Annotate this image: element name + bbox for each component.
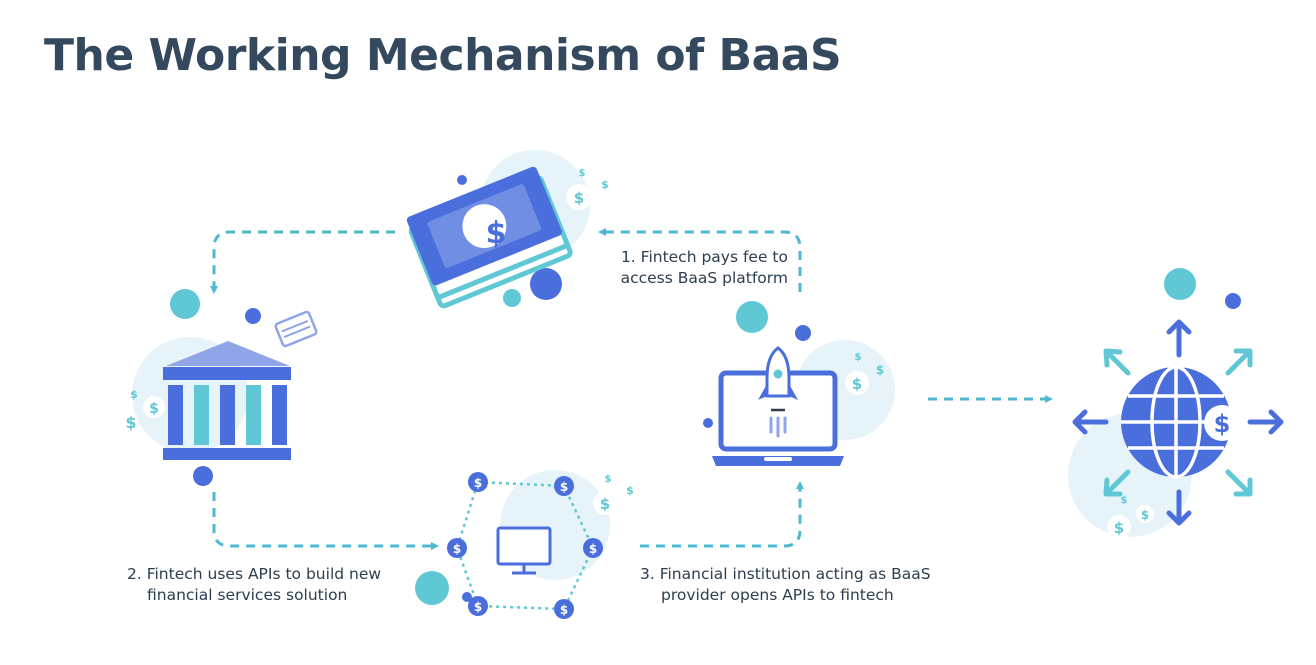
money-stack-group: $ $ $ $	[406, 150, 609, 309]
dollar-coin-icon	[1136, 505, 1154, 523]
step-3-line-2: provider opens APIs to fintech	[661, 586, 894, 604]
svg-text:$: $	[1114, 519, 1124, 537]
svg-text:$: $	[600, 495, 610, 513]
decor-dot	[503, 289, 521, 307]
svg-text:$: $	[125, 413, 136, 432]
step-3-line-1: 3. Financial institution acting as BaaS	[640, 565, 931, 583]
svg-text:$: $	[560, 603, 568, 617]
dollar-coin-icon	[845, 371, 869, 395]
api-network-group: $ $ $ $ $ $ $ $ $	[415, 470, 634, 619]
money-dollar-symbol: $	[486, 216, 507, 251]
decor-dot	[415, 571, 449, 605]
decor-dot	[736, 301, 768, 333]
svg-text:$: $	[1141, 508, 1149, 522]
decor-dot	[1164, 268, 1196, 300]
step-2-line-2: financial services solution	[147, 586, 348, 604]
svg-text:$: $	[1214, 410, 1231, 438]
flow-line-laptop-to-money	[598, 228, 802, 292]
dollar-coin-icon	[143, 396, 165, 418]
bank-icon	[163, 341, 291, 460]
svg-text:$: $	[474, 600, 482, 614]
svg-text:$: $	[1121, 495, 1128, 506]
decor-dot	[170, 289, 200, 319]
svg-text:$: $	[149, 401, 159, 417]
svg-text:$: $	[560, 480, 568, 494]
svg-text:$: $	[855, 352, 862, 363]
laptop-group: $ $ $	[703, 301, 895, 466]
decor-dot	[245, 308, 261, 324]
step-1-label: 1. Fintech pays fee to access BaaS platf…	[560, 247, 788, 289]
money-stack-icon	[406, 166, 573, 309]
svg-text:$: $	[601, 178, 609, 191]
decor-dot	[530, 268, 562, 300]
dollar-coin-icon	[593, 491, 617, 515]
step-1-line-2: access BaaS platform	[620, 269, 788, 287]
decor-dot	[193, 466, 213, 486]
dollar-coin-icon	[1107, 515, 1131, 539]
flow-line-bank-to-api	[212, 492, 439, 550]
svg-text:$: $	[474, 476, 482, 490]
decor-dot	[462, 592, 472, 602]
arrow-icon	[1072, 319, 1284, 526]
step-2-line-1: 2. Fintech uses APIs to build new	[127, 565, 382, 583]
svg-text:$: $	[130, 388, 138, 401]
decor-dot	[457, 175, 467, 185]
svg-text:$: $	[589, 542, 597, 556]
svg-text:$: $	[574, 189, 584, 207]
flow-line-api-to-laptop	[640, 481, 804, 548]
bank-group: $ $ $	[125, 289, 318, 486]
globe-dollar-coin	[1204, 405, 1240, 441]
svg-text:$: $	[876, 363, 884, 377]
globe-group: $ $ $ $	[1068, 268, 1284, 539]
globe-icon	[1121, 365, 1231, 479]
flow-line-money-to-bank	[210, 230, 395, 294]
step-2-label: 2. Fintech uses APIs to build new financ…	[127, 564, 381, 606]
svg-text:$: $	[605, 474, 612, 485]
api-link-icon	[447, 472, 603, 619]
svg-text:$: $	[579, 168, 586, 179]
rocket-icon	[758, 346, 798, 438]
dollar-coin-icon	[566, 184, 592, 210]
flow-connectors	[210, 228, 1053, 550]
decor-dot	[1225, 293, 1241, 309]
svg-text:$: $	[453, 542, 461, 556]
decor-dot	[795, 325, 811, 341]
page-title: The Working Mechanism of BaaS	[44, 30, 842, 81]
svg-text:$: $	[852, 375, 862, 393]
step-1-line-1: 1. Fintech pays fee to	[620, 248, 788, 266]
svg-text:$: $	[626, 484, 634, 497]
credit-card-icon	[274, 310, 318, 348]
decor-dot	[703, 418, 713, 428]
step-3-label: 3. Financial institution acting as BaaS …	[640, 564, 931, 606]
computer-monitor-icon	[496, 526, 552, 575]
